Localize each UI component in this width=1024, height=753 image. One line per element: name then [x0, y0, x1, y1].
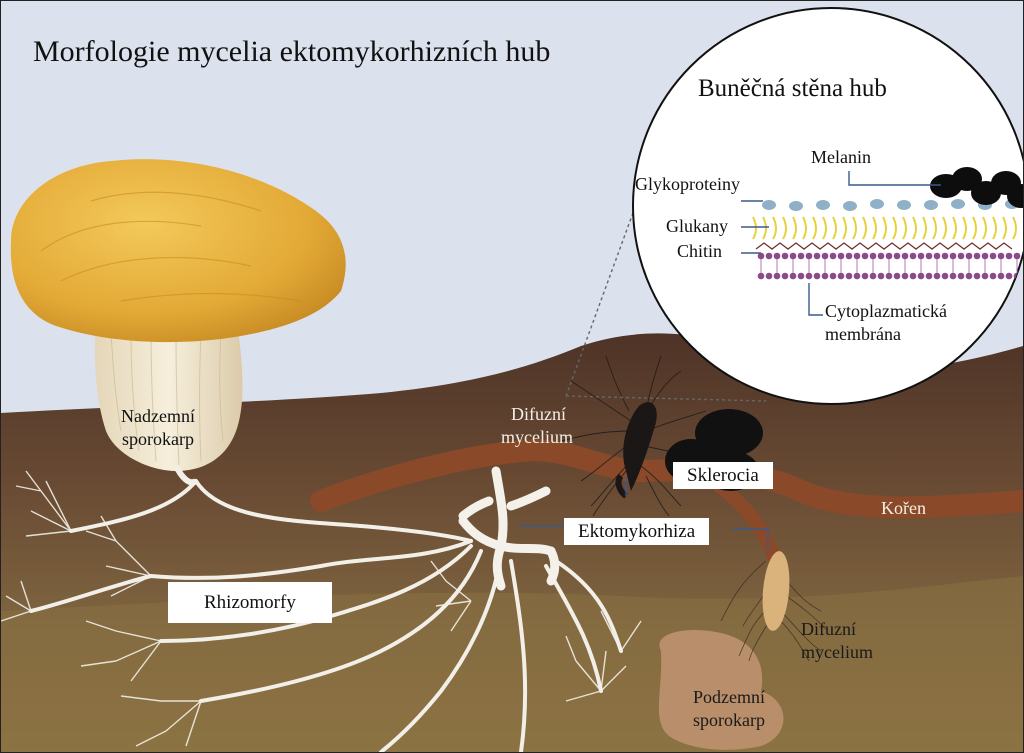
label-glycoproteins: Glykoproteiny [635, 174, 740, 194]
label-rhizomorphs: Rhizomorfy [168, 582, 332, 623]
label-membrane-line2: membrána [825, 324, 901, 344]
label-diffuse-mycelium-top-line1: Difuzní [511, 404, 566, 424]
label-glucans: Glukany [666, 216, 728, 236]
label-underground-sporocarp-line2: sporokarp [693, 710, 765, 730]
label-underground-sporocarp-line1: Podzemní [693, 687, 765, 707]
label-root: Kořen [881, 498, 926, 518]
diagram-title: Morfologie mycelia ektomykorhizních hub [33, 35, 550, 69]
label-membrane-line1: Cytoplazmatická [825, 301, 947, 321]
label-diffuse-mycelium-bottom-line1: Difuzní [801, 619, 856, 639]
label-chitin: Chitin [677, 241, 722, 261]
label-sclerotia: Sklerocia [673, 462, 773, 489]
inset-title: Buněčná stěna hub [698, 75, 887, 103]
label-diffuse-mycelium-top-line2: mycelium [501, 427, 573, 447]
label-melanin: Melanin [811, 147, 871, 167]
label-ectomycorrhiza: Ektomykorhiza [564, 518, 709, 545]
label-aboveground-sporocarp-line2: sporokarp [122, 429, 194, 449]
label-diffuse-mycelium-bottom-line2: mycelium [801, 642, 873, 662]
label-aboveground-sporocarp-line1: Nadzemní [121, 406, 195, 426]
